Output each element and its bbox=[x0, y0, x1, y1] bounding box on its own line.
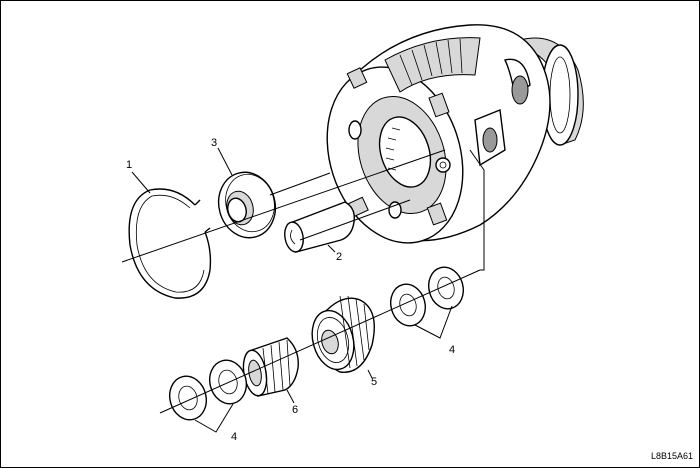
leader-lines bbox=[131, 147, 453, 433]
part-4-washers-lower bbox=[169, 359, 247, 421]
callout-1: 1 bbox=[126, 159, 132, 171]
differential-case bbox=[326, 24, 584, 244]
part-4-washers-upper bbox=[390, 266, 464, 327]
callout-3: 3 bbox=[211, 137, 217, 149]
part-1-snap-ring bbox=[128, 188, 212, 299]
callout-4-upper: 4 bbox=[449, 344, 455, 356]
part-6-spline-collar bbox=[242, 337, 299, 397]
callout-4-lower: 4 bbox=[231, 431, 237, 443]
assembly-centerlines bbox=[121, 149, 485, 414]
callout-6: 6 bbox=[292, 404, 298, 416]
callout-5: 5 bbox=[371, 376, 377, 388]
part-3-thrust-washer bbox=[217, 171, 277, 239]
callout-2: 2 bbox=[336, 251, 342, 263]
figure-code: L8B15A61 bbox=[651, 451, 693, 461]
part-5-side-gear bbox=[311, 295, 375, 373]
part-2-pinion-shaft bbox=[284, 201, 355, 253]
